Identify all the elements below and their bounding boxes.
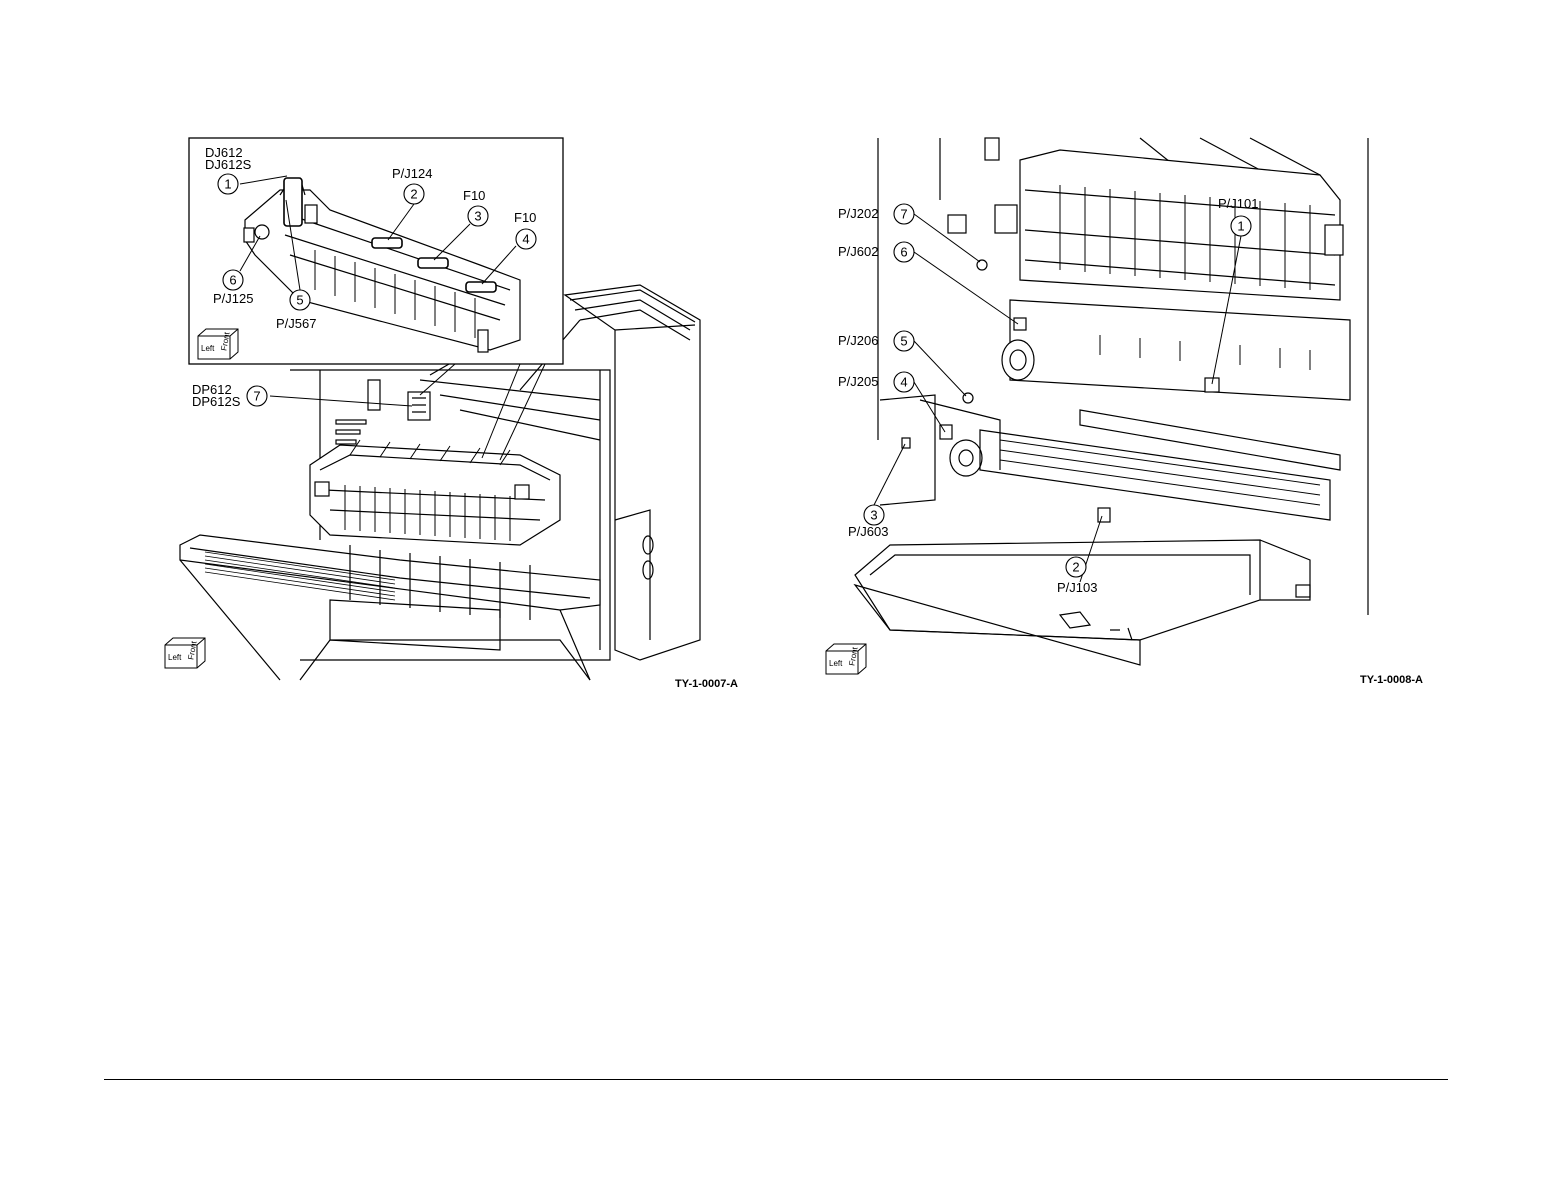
callout-3: 3 bbox=[468, 206, 488, 226]
orientation-cube-main: Left Front bbox=[165, 638, 205, 668]
callout-4: 4 bbox=[516, 229, 536, 249]
orientation-cube: Left Front bbox=[826, 644, 866, 674]
callout-7: 7 bbox=[894, 204, 914, 224]
label-pj202: P/J202 bbox=[838, 206, 878, 221]
figure-right: P/J101 P/J103 P/J603 P/J205 P/J206 P/J60… bbox=[780, 0, 1480, 700]
label-pj103: P/J103 bbox=[1057, 580, 1097, 595]
label-f10-b: F10 bbox=[514, 210, 536, 225]
svg-text:Left: Left bbox=[829, 659, 843, 668]
label-pj567: P/J567 bbox=[276, 316, 316, 331]
figure-left: DJ612 DJ612S P/J124 F10 F10 P/J125 P/J56… bbox=[0, 0, 780, 700]
label-f10-a: F10 bbox=[463, 188, 485, 203]
label-pj101: P/J101 bbox=[1218, 196, 1258, 211]
callout-6: 6 bbox=[894, 242, 914, 262]
callout-1: 1 bbox=[218, 174, 238, 194]
callout-2: 2 bbox=[1066, 557, 1086, 577]
figure-code-left: TY-1-0007-A bbox=[675, 678, 738, 690]
fuser-detail-inset: DJ612 DJ612S P/J124 F10 F10 P/J125 P/J56… bbox=[189, 138, 563, 364]
label-pj603: P/J603 bbox=[848, 524, 888, 539]
svg-text:7: 7 bbox=[253, 389, 260, 404]
svg-text:2: 2 bbox=[1072, 560, 1079, 575]
callout-2: 2 bbox=[404, 184, 424, 204]
label-pj205: P/J205 bbox=[838, 374, 878, 389]
svg-text:6: 6 bbox=[229, 273, 236, 288]
footer-rule bbox=[104, 1079, 1448, 1080]
label-dp612s: DP612S bbox=[192, 394, 241, 409]
callout-5: 5 bbox=[290, 290, 310, 310]
svg-text:Left: Left bbox=[168, 653, 182, 662]
label-pj602: P/J602 bbox=[838, 244, 878, 259]
svg-text:7: 7 bbox=[900, 207, 907, 222]
svg-text:5: 5 bbox=[296, 293, 303, 308]
callout-4: 4 bbox=[894, 372, 914, 392]
callout-5: 5 bbox=[894, 331, 914, 351]
svg-text:Left: Left bbox=[201, 344, 215, 353]
svg-text:1: 1 bbox=[224, 177, 231, 192]
orientation-cube-inset: Left Front bbox=[198, 329, 238, 359]
svg-text:3: 3 bbox=[474, 209, 481, 224]
callout-7: 7 bbox=[247, 386, 267, 406]
label-pj125: P/J125 bbox=[213, 291, 253, 306]
callout-3: 3 bbox=[864, 505, 884, 525]
svg-text:2: 2 bbox=[410, 187, 417, 202]
figure-code-right: TY-1-0008-A bbox=[1360, 674, 1423, 686]
svg-text:6: 6 bbox=[900, 245, 907, 260]
label-pj206: P/J206 bbox=[838, 333, 878, 348]
svg-text:4: 4 bbox=[900, 375, 907, 390]
label-dj612s: DJ612S bbox=[205, 157, 252, 172]
svg-text:1: 1 bbox=[1237, 219, 1244, 234]
svg-text:3: 3 bbox=[870, 508, 877, 523]
callout-1: 1 bbox=[1231, 216, 1251, 236]
svg-text:4: 4 bbox=[522, 232, 529, 247]
svg-text:5: 5 bbox=[900, 334, 907, 349]
printer-interior-illustration bbox=[855, 138, 1368, 665]
callout-6: 6 bbox=[223, 270, 243, 290]
label-pj124: P/J124 bbox=[392, 166, 432, 181]
